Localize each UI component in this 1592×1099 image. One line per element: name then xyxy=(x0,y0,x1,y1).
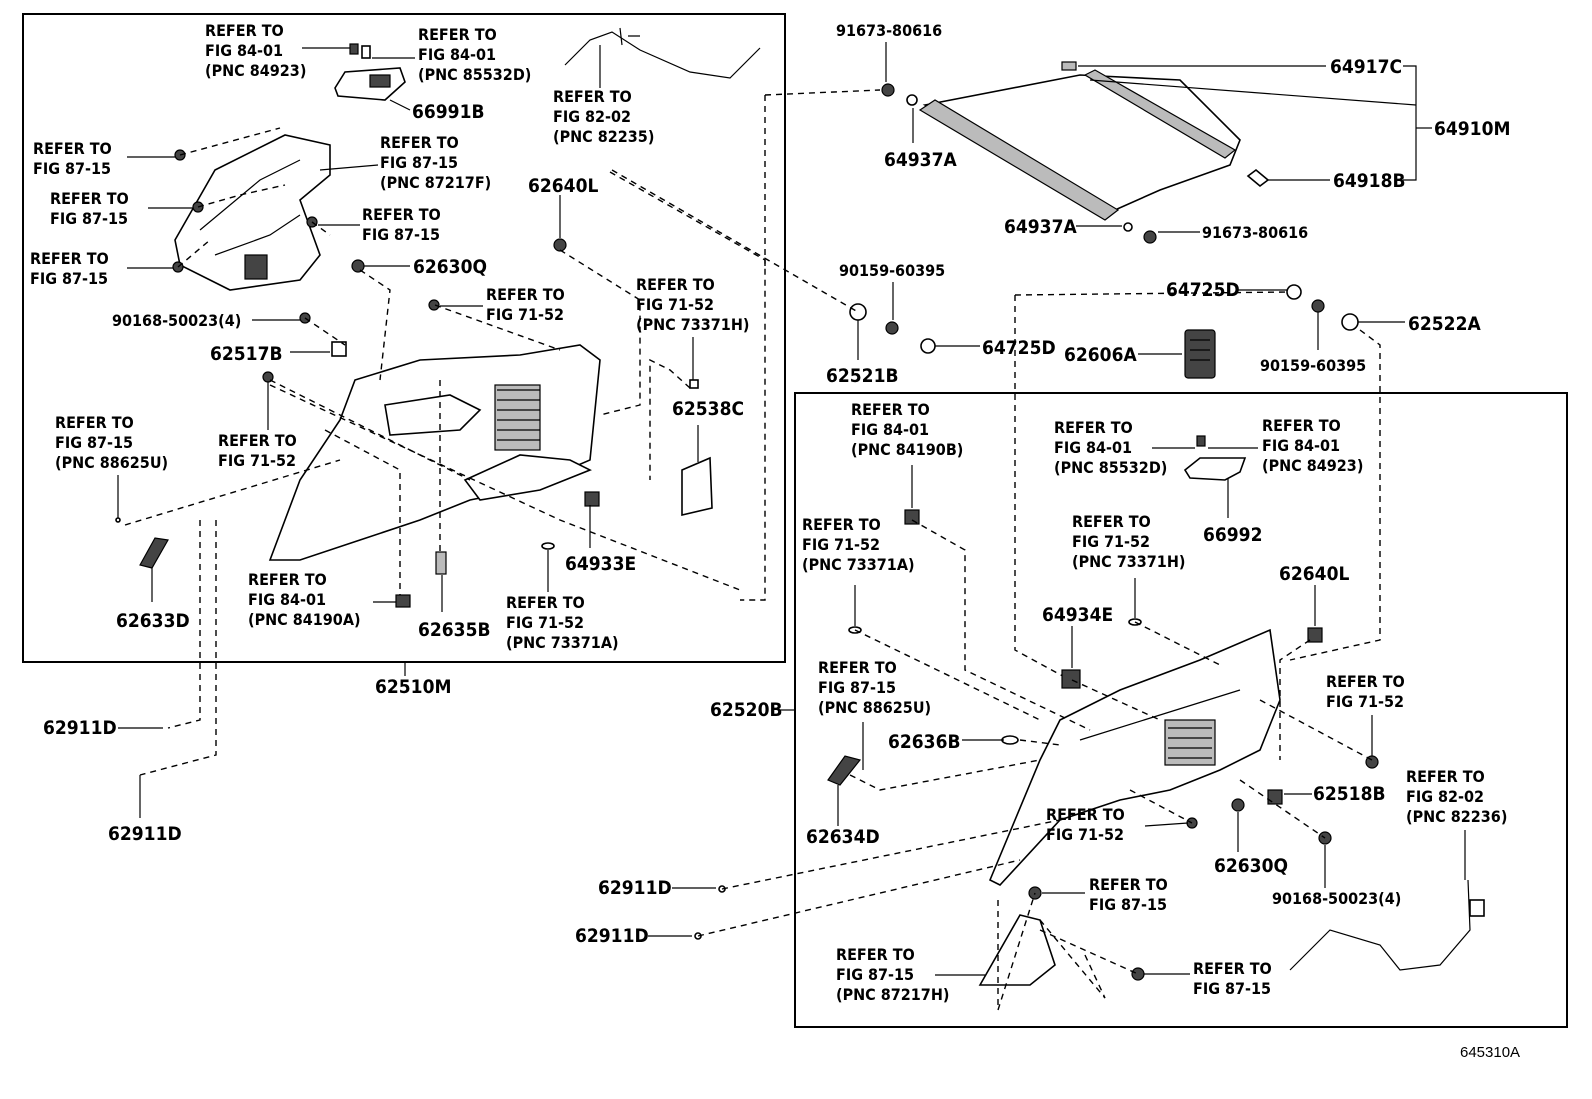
refer-71-52-a: REFER TO FIG 71-52 xyxy=(1326,672,1410,711)
right-quarter-trim-panel xyxy=(988,628,1281,886)
refer-87-15-b: REFER TO FIG 87-15 xyxy=(50,189,134,228)
left-quarter-trim-panel xyxy=(174,134,601,561)
assembly-62510m: 62510M xyxy=(375,676,451,698)
outside-left-labels: 62510M 62911D 62911D 62911D 62911D 62520… xyxy=(43,676,783,947)
part-62538c: 62538C xyxy=(672,398,744,420)
part-62634d: 62634D xyxy=(806,826,880,848)
leader-lines xyxy=(117,42,1466,976)
part-62630q: 62630Q xyxy=(1214,855,1288,877)
part-62911d-d: 62911D xyxy=(575,925,649,947)
refer-82-02-82236: REFER TO FIG 82-02 (PNC 82236) xyxy=(1406,767,1507,826)
assembly-64910m: 64910M xyxy=(1434,118,1510,140)
cover-small-parts xyxy=(849,284,1359,379)
part-66991b: 66991B xyxy=(412,101,485,123)
part-64933e: 64933E xyxy=(565,553,636,575)
part-62521b: 62521B xyxy=(826,365,899,387)
assembly-62520b: 62520B xyxy=(710,699,783,721)
refer-84-01-85532d: REFER TO FIG 84-01 (PNC 85532D) xyxy=(418,25,531,84)
refer-87-15-b: REFER TO FIG 87-15 xyxy=(1193,959,1277,998)
part-64937a-b: 64937A xyxy=(1004,216,1077,238)
refer-84-01-84923: REFER TO FIG 84-01 (PNC 84923) xyxy=(205,21,306,80)
right-small-parts xyxy=(694,435,1485,986)
part-62517b: 62517B xyxy=(210,343,283,365)
part-62911d-b: 62911D xyxy=(108,823,182,845)
refer-71-52-b: REFER TO FIG 71-52 xyxy=(1046,805,1130,844)
refer-71-52-a: REFER TO FIG 71-52 xyxy=(486,285,570,324)
part-62911d-a: 62911D xyxy=(43,717,117,739)
part-90168-50023: 90168-50023(4) xyxy=(1272,889,1401,908)
part-66992: 66992 xyxy=(1203,524,1262,546)
part-62630q: 62630Q xyxy=(413,256,487,278)
diagram-code: 645310A xyxy=(1460,1044,1520,1061)
refer-84-01-84190b: REFER TO FIG 84-01 (PNC 84190B) xyxy=(851,400,963,459)
left-dashed-guides xyxy=(124,95,766,776)
part-62640l: 62640L xyxy=(528,175,598,197)
refer-87-15-88625u: REFER TO FIG 87-15 (PNC 88625U) xyxy=(818,658,931,717)
part-62606a: 62606A xyxy=(1064,344,1137,366)
refer-71-52-b: REFER TO FIG 71-52 xyxy=(218,431,302,470)
refer-84-01-84190a: REFER TO FIG 84-01 (PNC 84190A) xyxy=(248,570,361,629)
refer-87-15-87217h: REFER TO FIG 87-15 (PNC 87217H) xyxy=(836,945,949,1004)
part-91673-80616-b: 91673-80616 xyxy=(1202,223,1308,242)
part-90159-60395-a: 90159-60395 xyxy=(839,261,945,280)
refer-71-52-73371a: REFER TO FIG 71-52 (PNC 73371A) xyxy=(506,593,619,652)
refer-87-15-d: REFER TO FIG 87-15 xyxy=(30,249,114,288)
part-90159-60395-b: 90159-60395 xyxy=(1260,356,1366,375)
part-64918b: 64918B xyxy=(1333,170,1406,192)
refer-71-52-73371a: REFER TO FIG 71-52 (PNC 73371A) xyxy=(802,515,915,574)
part-64937a-a: 64937A xyxy=(884,149,957,171)
left-assembly-box xyxy=(22,13,786,663)
part-64725d-a: 64725D xyxy=(1166,279,1240,301)
refer-71-52-73371h: REFER TO FIG 71-52 (PNC 73371H) xyxy=(1072,512,1185,571)
part-64934e: 64934E xyxy=(1042,604,1113,626)
left-box-labels: REFER TO FIG 84-01 (PNC 84923) REFER TO … xyxy=(30,21,749,652)
refer-84-01-85532d: REFER TO FIG 84-01 (PNC 85532D) xyxy=(1054,418,1167,477)
refer-87-15-c: REFER TO FIG 87-15 xyxy=(362,205,446,244)
refer-87-15-a: REFER TO FIG 87-15 xyxy=(33,139,117,178)
part-64917c: 64917C xyxy=(1330,56,1402,78)
refer-87-15-pnc-87217f: REFER TO FIG 87-15 (PNC 87217F) xyxy=(380,133,491,192)
part-64725d-b: 64725D xyxy=(982,337,1056,359)
refer-82-02-82235: REFER TO FIG 82-02 (PNC 82235) xyxy=(553,87,654,146)
refer-87-15-a: REFER TO FIG 87-15 xyxy=(1089,875,1173,914)
right-dashed-guides xyxy=(697,519,1373,1011)
part-62633d: 62633D xyxy=(116,610,190,632)
refer-87-15-88625u: REFER TO FIG 87-15 (PNC 88625U) xyxy=(55,413,168,472)
part-90168-50023: 90168-50023(4) xyxy=(112,311,241,330)
part-62636b: 62636B xyxy=(888,731,961,753)
part-62518b: 62518B xyxy=(1313,783,1386,805)
refer-71-52-73371h: REFER TO FIG 71-52 (PNC 73371H) xyxy=(636,275,749,334)
cover-dashed-guides xyxy=(611,89,1381,681)
part-62522a: 62522A xyxy=(1408,313,1481,335)
part-91673-80616-a: 91673-80616 xyxy=(836,21,942,40)
tonneau-cover-assembly xyxy=(881,61,1270,244)
refer-84-01-84923: REFER TO FIG 84-01 (PNC 84923) xyxy=(1262,416,1363,475)
right-box-labels: REFER TO FIG 84-01 (PNC 84190B) REFER TO… xyxy=(802,400,1507,1004)
part-62640l: 62640L xyxy=(1279,563,1349,585)
part-62635b: 62635B xyxy=(418,619,491,641)
cover-area-labels: 91673-80616 64917C 64910M 64937A 64918B … xyxy=(826,21,1510,387)
part-62911d-c: 62911D xyxy=(598,877,672,899)
